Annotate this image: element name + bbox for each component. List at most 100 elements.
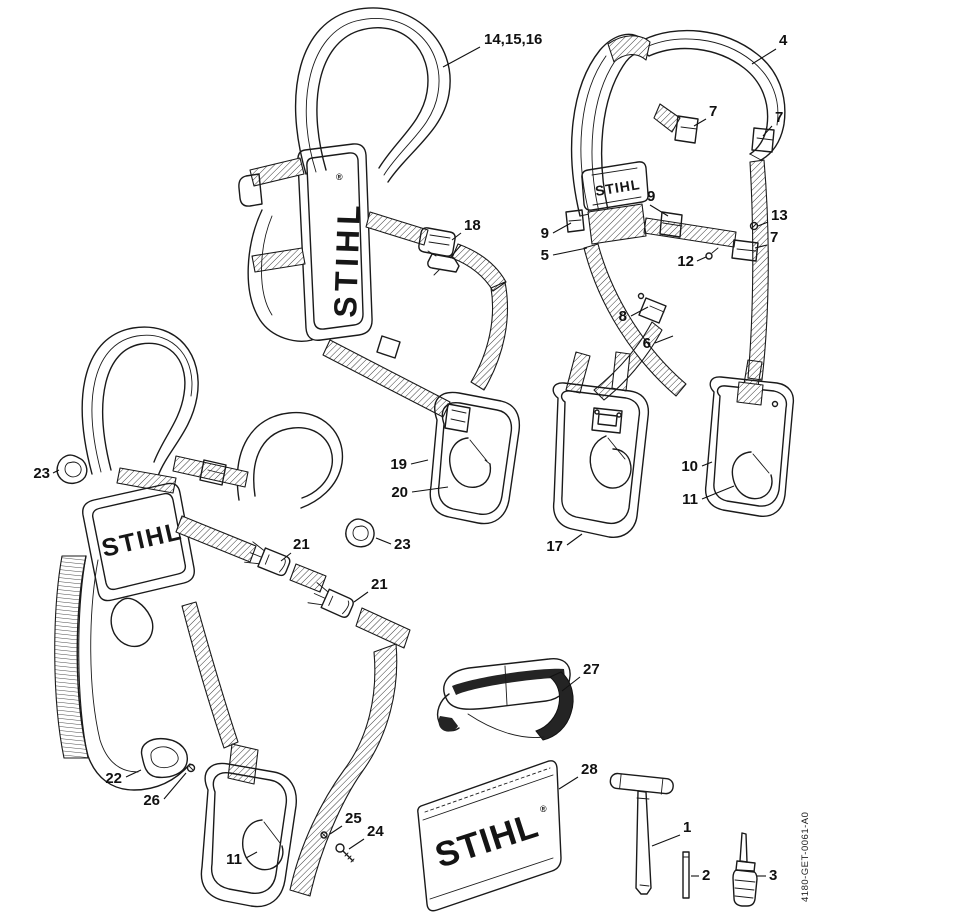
hip-pad-19-outline bbox=[429, 391, 521, 525]
callout-label: 20 bbox=[391, 484, 408, 501]
callout-leader-line bbox=[696, 256, 707, 262]
callout-label: 22 bbox=[105, 770, 122, 787]
callout-label: 21 bbox=[293, 536, 310, 553]
buckle-18-parts bbox=[418, 227, 460, 273]
back-pad-hole bbox=[110, 597, 154, 648]
callout-leader-line bbox=[163, 772, 187, 800]
brand-logo-plate: STIHL bbox=[99, 517, 185, 563]
hip-pad-buckle-19 bbox=[444, 403, 471, 433]
t-wrench-shaft-detail bbox=[636, 797, 650, 887]
buckle-21-lower-prongs bbox=[307, 582, 350, 615]
buckle-22-outline bbox=[140, 737, 188, 779]
callout-leader-line bbox=[449, 244, 462, 259]
callout-leader-line bbox=[630, 306, 649, 317]
screw-26 bbox=[186, 763, 196, 773]
callout-17: 17 bbox=[546, 533, 583, 555]
callout-label: 23 bbox=[33, 465, 50, 482]
callout-label: 6 bbox=[643, 335, 651, 352]
callout-leader-line bbox=[410, 459, 429, 465]
callout-leader-line bbox=[245, 851, 258, 859]
callout-27: 27 bbox=[561, 661, 600, 692]
callout-1: 1 bbox=[651, 819, 691, 847]
waist-strap-webbing bbox=[322, 211, 508, 418]
callout-label: 11 bbox=[226, 851, 242, 868]
callout-label: 1 bbox=[683, 819, 691, 836]
callout-25: 25 bbox=[329, 810, 362, 835]
callout-11: 11 bbox=[226, 851, 258, 868]
callout-leader-line bbox=[751, 48, 777, 65]
callout-leader-line bbox=[566, 533, 583, 546]
buckle-21-upper-body bbox=[257, 547, 291, 577]
chest-patch-stitch bbox=[591, 167, 642, 206]
callout-14-15-16: 14,15,16 bbox=[442, 31, 542, 68]
screw-25 bbox=[320, 831, 328, 839]
callout-label: 28 bbox=[581, 761, 598, 778]
glasses-lens-divider bbox=[504, 665, 508, 706]
shoulder-loops-outline bbox=[81, 326, 344, 509]
callout-leader-line bbox=[754, 244, 768, 249]
carabiner-20-gate bbox=[469, 439, 491, 465]
callout-leader-line bbox=[411, 486, 449, 493]
callout-7: 7 bbox=[754, 229, 778, 249]
callout-label: 14,15,16 bbox=[484, 31, 542, 48]
bottom-pad-strap-tab bbox=[227, 743, 259, 785]
callout-21: 21 bbox=[280, 536, 310, 562]
screwdriver-drawing bbox=[732, 832, 758, 907]
callout-23: 23 bbox=[375, 536, 411, 553]
callout-18: 18 bbox=[449, 217, 481, 259]
harness-double-shoulder-drawing: STIHL bbox=[552, 29, 795, 538]
glasses-frame bbox=[443, 657, 571, 710]
buckle-18-detail bbox=[427, 234, 451, 276]
glasses-folded-arm bbox=[467, 713, 545, 738]
callout-label: 9 bbox=[541, 225, 549, 242]
carabiner-11-bottom bbox=[242, 819, 284, 871]
callout-label: 4 bbox=[779, 32, 788, 49]
clip-23-right-hole bbox=[352, 525, 369, 541]
callout-label: 10 bbox=[681, 458, 698, 475]
callout-21: 21 bbox=[353, 576, 388, 603]
callout-leader-line bbox=[651, 834, 681, 847]
cross-straps-webbing bbox=[175, 515, 411, 897]
callout-7: 7 bbox=[693, 103, 717, 127]
buckle-21-lower-body bbox=[320, 588, 354, 618]
upper-strap-slider-bar bbox=[207, 469, 225, 475]
callout-leader-line bbox=[654, 335, 674, 344]
callout-label: 25 bbox=[345, 810, 362, 827]
screw-24-shaft bbox=[342, 850, 354, 862]
bag-outline bbox=[417, 760, 562, 912]
callout-label: 24 bbox=[367, 823, 384, 840]
glasses-right-temple bbox=[535, 671, 574, 741]
clip-23-left bbox=[56, 454, 88, 484]
brand-logo-bag: STIHL bbox=[430, 806, 543, 876]
screw-26-slot bbox=[188, 765, 194, 771]
snap-hook-17-gate bbox=[607, 437, 626, 460]
left-straps-webbing bbox=[249, 157, 306, 273]
hip-plate-10-outline bbox=[704, 376, 795, 517]
callout-label: 23 bbox=[394, 536, 411, 553]
carabiner-11-right bbox=[731, 451, 773, 500]
callout-leader-line bbox=[125, 769, 142, 778]
brand-logo-back-plate: STIHL bbox=[327, 200, 367, 319]
callout-leader-line bbox=[375, 537, 392, 545]
t-wrench-drawing bbox=[609, 772, 674, 895]
callout-23: 23 bbox=[33, 465, 60, 482]
hip-pad-buckle-19-slot bbox=[450, 409, 467, 423]
callout-label: 2 bbox=[702, 867, 710, 884]
back-plate-outline bbox=[297, 143, 373, 341]
callout-label: 21 bbox=[371, 576, 388, 593]
callout-label: 11 bbox=[682, 491, 698, 508]
callout-11: 11 bbox=[682, 485, 735, 508]
callout-28: 28 bbox=[558, 761, 598, 790]
screw-small-left bbox=[637, 292, 645, 300]
carabiner-11-bottom-gate bbox=[263, 821, 281, 844]
screw-24-head bbox=[335, 843, 345, 853]
hip-plate-17-screw-a bbox=[594, 409, 600, 415]
harness-straps-webbing bbox=[565, 103, 769, 401]
harness-advance-drawing: STIHL ® bbox=[238, 7, 521, 525]
callout-leader-line bbox=[52, 469, 60, 474]
callout-26: 26 bbox=[143, 772, 187, 809]
callout-label: 5 bbox=[541, 247, 549, 264]
carabiner-20 bbox=[449, 437, 492, 488]
